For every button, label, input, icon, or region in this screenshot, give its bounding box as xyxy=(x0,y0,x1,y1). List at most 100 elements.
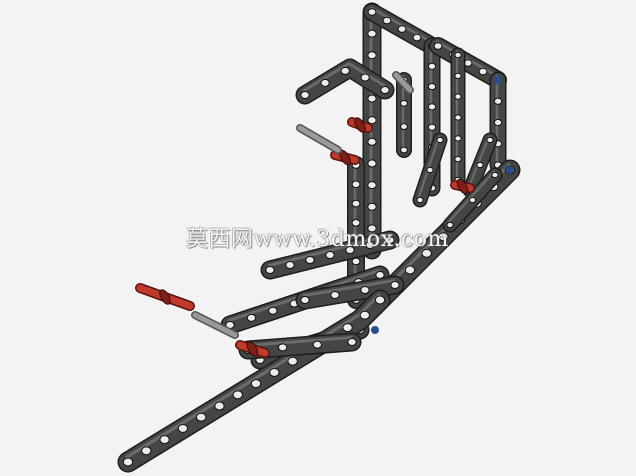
left-red-pin xyxy=(135,283,195,311)
beam-hole xyxy=(454,114,462,121)
beam-hole xyxy=(427,82,437,91)
beam-hole xyxy=(367,137,377,146)
beam-hole xyxy=(380,85,390,95)
beam-hole xyxy=(427,62,437,70)
beam-hole xyxy=(367,94,377,103)
beam-hole xyxy=(320,78,330,87)
beam-hole xyxy=(360,285,370,295)
beam-hole xyxy=(367,29,377,38)
diagonal-brace-left xyxy=(412,132,448,208)
beam-hole xyxy=(385,235,395,245)
beam-hole xyxy=(300,90,310,100)
beam-hole xyxy=(426,166,434,174)
beam-hole xyxy=(367,159,377,168)
beam-hole xyxy=(454,51,462,59)
inner-upright-right xyxy=(450,47,466,188)
red-pin-top xyxy=(347,117,373,133)
beam-hole xyxy=(367,224,377,233)
beam-hole xyxy=(491,171,499,179)
beam-hole xyxy=(232,390,243,400)
center-red-pin xyxy=(235,340,270,358)
beam-hole xyxy=(412,33,422,42)
long-bottom-fork xyxy=(117,289,391,473)
beam-hole xyxy=(351,257,361,266)
beam-hole xyxy=(351,180,361,189)
beam-hole xyxy=(359,310,371,320)
blue-bushing xyxy=(506,166,514,174)
red-pin-upper xyxy=(330,149,360,166)
beam-hole xyxy=(347,337,357,347)
beam-hole xyxy=(269,367,280,377)
upright-beam-right xyxy=(489,71,507,174)
beam-hole xyxy=(360,73,370,82)
beam-hole xyxy=(312,340,322,349)
top-crossbeam xyxy=(363,3,441,55)
grey-axle-left xyxy=(296,124,342,154)
beam-hole xyxy=(214,401,225,411)
beam-hole xyxy=(351,219,361,227)
beam-hole xyxy=(416,196,424,204)
beam-hole xyxy=(268,306,278,315)
red-pin-right xyxy=(450,178,475,195)
beam-hole xyxy=(330,290,340,300)
beam-hole xyxy=(342,323,353,333)
beam-hole xyxy=(486,136,494,144)
beam-hole xyxy=(404,265,416,275)
beam-hole xyxy=(493,97,503,105)
beam-hole xyxy=(493,118,503,127)
blue-bushing xyxy=(371,326,379,334)
beam-hole xyxy=(367,181,377,190)
beam-hole xyxy=(374,295,386,305)
beam-hole xyxy=(454,72,462,79)
beam-hole xyxy=(122,457,134,467)
beam-hole xyxy=(265,265,275,275)
beam-hole xyxy=(159,435,170,445)
beam-hole xyxy=(454,135,462,142)
blue-bushing xyxy=(494,76,502,84)
beam-hole xyxy=(436,136,444,144)
grey-axle-bottom xyxy=(191,311,239,339)
beam-hole xyxy=(427,103,437,111)
beam-hole xyxy=(345,245,355,255)
beam-hole xyxy=(421,248,432,258)
beam-hole xyxy=(365,240,375,250)
beam-hole xyxy=(400,123,408,131)
beam-hole xyxy=(433,42,443,50)
beam-hole xyxy=(454,93,462,100)
beam-hole xyxy=(195,412,207,422)
mid-arm-upper xyxy=(260,230,400,280)
beam-hole xyxy=(476,161,484,169)
beam-hole xyxy=(382,16,392,25)
beam-hole xyxy=(305,255,315,265)
beam-hole xyxy=(468,196,477,204)
beam-hole xyxy=(400,146,408,154)
beam-hole xyxy=(367,116,377,125)
liftarm-beams xyxy=(117,2,521,473)
beam-hole xyxy=(397,25,407,33)
beam-hole xyxy=(438,232,449,242)
beam-hole xyxy=(390,280,400,290)
short-link-arm xyxy=(295,275,405,310)
beam-hole xyxy=(287,356,298,366)
upper-left-arm xyxy=(295,58,395,105)
beam-hole xyxy=(300,295,310,305)
beam-hole xyxy=(250,379,262,389)
beam-hole xyxy=(278,343,288,352)
beam-hole xyxy=(478,67,488,76)
grey-axle-top xyxy=(392,71,414,94)
watermark-text: 莫西网www.3dmox.com xyxy=(186,227,449,252)
beam-hole xyxy=(400,99,408,107)
beam-hole xyxy=(367,8,377,16)
right-arm-link xyxy=(442,167,503,233)
beam-hole xyxy=(177,423,189,433)
beam-hole xyxy=(285,260,295,270)
connector-pins xyxy=(135,71,514,358)
beam-hole xyxy=(246,313,257,322)
beam-hole xyxy=(351,199,361,208)
beam-hole xyxy=(427,123,437,131)
beam-hole xyxy=(340,66,350,75)
beam-hole xyxy=(325,250,335,260)
beam-hole xyxy=(141,446,152,456)
beam-hole xyxy=(367,202,377,211)
